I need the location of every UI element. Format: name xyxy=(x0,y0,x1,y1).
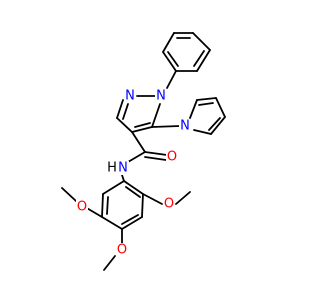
bond-pz-n2-c3-d xyxy=(122,103,129,120)
bond-pyr-4d xyxy=(208,117,221,131)
bond-co-2 xyxy=(144,156,167,161)
bond-pyr-4 xyxy=(210,116,226,135)
bond-ph-2 xyxy=(192,32,211,51)
atom-o-methoxy-left: O xyxy=(77,200,87,215)
label-bg-pyrrole-n xyxy=(179,119,191,133)
atom-pyrrole-n: N xyxy=(180,119,190,134)
bond-ome-b-2 xyxy=(103,255,116,271)
atom-o-carbonyl: O xyxy=(167,150,177,165)
bond-ome-r-1 xyxy=(142,193,163,205)
bond-pyr-2 xyxy=(196,97,217,101)
atom-n-amide: N xyxy=(118,161,128,176)
bond-ar-d1 xyxy=(125,186,141,198)
bond-ar-3 xyxy=(121,216,143,230)
atom-n2: N xyxy=(125,89,135,104)
molecule-structure: N N N O H N O O O xyxy=(61,32,226,271)
label-bg-o-left xyxy=(76,200,88,214)
bond-carbonyl-nh xyxy=(127,151,146,163)
bond-pyr-5 xyxy=(193,129,212,135)
bond-pz-c5-n1 xyxy=(151,103,161,128)
atom-h-amide: H xyxy=(107,161,117,176)
bond-pz-n2-c3 xyxy=(116,99,124,119)
atom-n1: N xyxy=(156,89,166,104)
label-bg-o-right xyxy=(163,197,175,211)
atom-o-methoxy-right: O xyxy=(164,197,174,212)
bond-pyr-3 xyxy=(215,97,226,118)
bond-ar-6 xyxy=(102,180,125,195)
atom-o-methoxy-bottom: O xyxy=(117,243,127,258)
label-bg-n-amide xyxy=(117,161,129,175)
bond-ph-6 xyxy=(162,32,175,53)
bond-c5-pyrrole-n xyxy=(151,125,181,128)
bond-ph-n1 xyxy=(166,70,177,89)
bond-co-1 xyxy=(144,151,168,156)
bond-ar-2 xyxy=(141,193,144,218)
bond-ph-d2 xyxy=(193,50,205,67)
label-bg-h xyxy=(106,161,118,175)
bond-ar-5 xyxy=(101,193,104,218)
label-bg-n2 xyxy=(124,89,136,103)
bond-ph-3 xyxy=(196,49,211,72)
atom-labels: N N N O H N O O O xyxy=(76,89,191,258)
bond-c4-carbonyl xyxy=(131,131,146,153)
bond-ome-l-2 xyxy=(61,187,77,202)
bonds xyxy=(61,32,226,271)
bond-pyr-2d xyxy=(198,102,214,106)
bond-ar-1 xyxy=(123,180,144,195)
bond-ph-5 xyxy=(162,51,177,72)
label-bg-o-bottom xyxy=(116,243,128,257)
bond-ar-4 xyxy=(101,216,123,230)
label-bg-o-carbonyl xyxy=(166,150,178,164)
bond-pz-c3-c4 xyxy=(116,117,133,133)
label-bg-n1 xyxy=(155,89,167,103)
bond-ar-d3 xyxy=(106,196,109,215)
bond-pz-c4-c5 xyxy=(131,126,153,133)
bond-pz-c4-c5-d xyxy=(134,122,151,128)
bond-ph-d3 xyxy=(167,51,179,67)
bond-pyr-1 xyxy=(189,99,198,119)
bond-ome-r-2 xyxy=(175,191,191,205)
bond-ar-d2 xyxy=(121,214,139,225)
